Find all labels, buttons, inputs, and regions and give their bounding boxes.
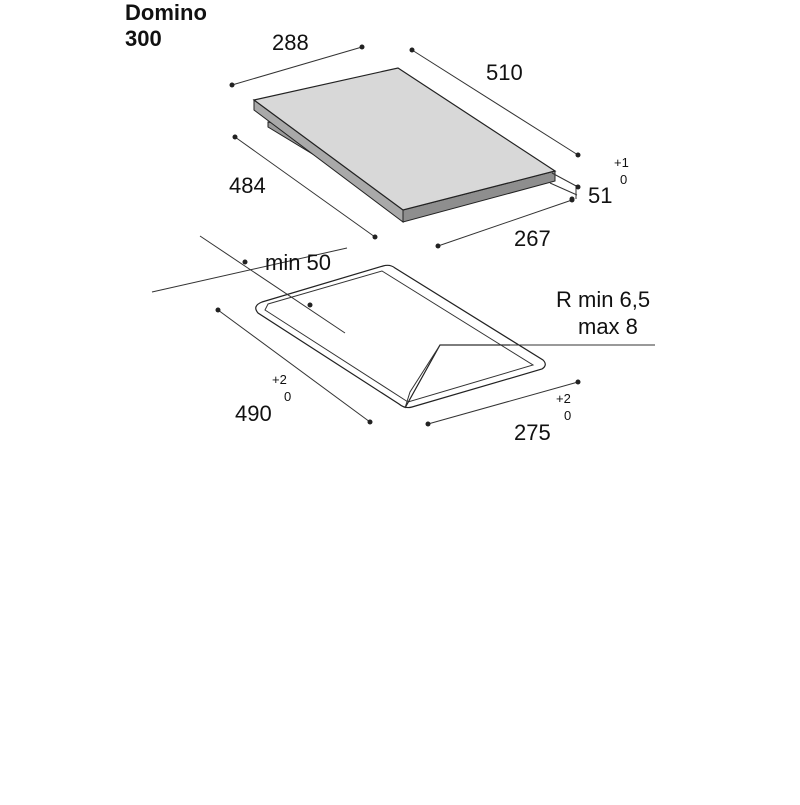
dim-267: 267 — [435, 197, 575, 251]
cutout-depth-label: 490 — [235, 401, 272, 426]
hob-top-surface — [252, 67, 557, 211]
model-number: 300 — [125, 26, 162, 51]
cutout-inner-edge — [264, 270, 535, 403]
hob-cutout-width-label: 267 — [514, 226, 551, 251]
hob-height-label: 51 — [588, 183, 612, 208]
cutout-drawing — [255, 264, 546, 409]
radius-label-line1: R min 6,5 — [556, 287, 650, 312]
hob-height-tol-lower: 0 — [620, 172, 627, 187]
dim-min-50: min 50 — [151, 235, 348, 334]
cutout-width-tol-lower: 0 — [564, 408, 571, 423]
dim-490: 490 +2 0 — [215, 307, 373, 426]
cutout-depth-tol-upper: +2 — [272, 372, 287, 387]
hob-drawing — [252, 67, 557, 224]
cutout-width-tol-upper: +2 — [556, 391, 571, 406]
hob-depth-label: 510 — [486, 60, 523, 85]
dim-51: 51 +1 0 — [549, 155, 629, 208]
radius-label-line2: max 8 — [578, 314, 638, 339]
cutout-outline — [255, 264, 546, 409]
cutout-width-label: 275 — [514, 420, 551, 445]
min-clearance-label: min 50 — [265, 250, 331, 275]
dim-510: 510 — [409, 47, 581, 158]
dim-288: 288 — [229, 30, 365, 88]
hob-cutout-depth-label: 484 — [229, 173, 266, 198]
dim-radius: R min 6,5 max 8 — [440, 287, 655, 346]
hob-width-label: 288 — [272, 30, 309, 55]
dim-484: 484 — [229, 134, 378, 240]
model-name: Domino — [125, 0, 207, 25]
hob-height-tol-upper: +1 — [614, 155, 629, 170]
dim-275: 275 +2 0 — [425, 379, 581, 445]
cutout-depth-tol-lower: 0 — [284, 389, 291, 404]
